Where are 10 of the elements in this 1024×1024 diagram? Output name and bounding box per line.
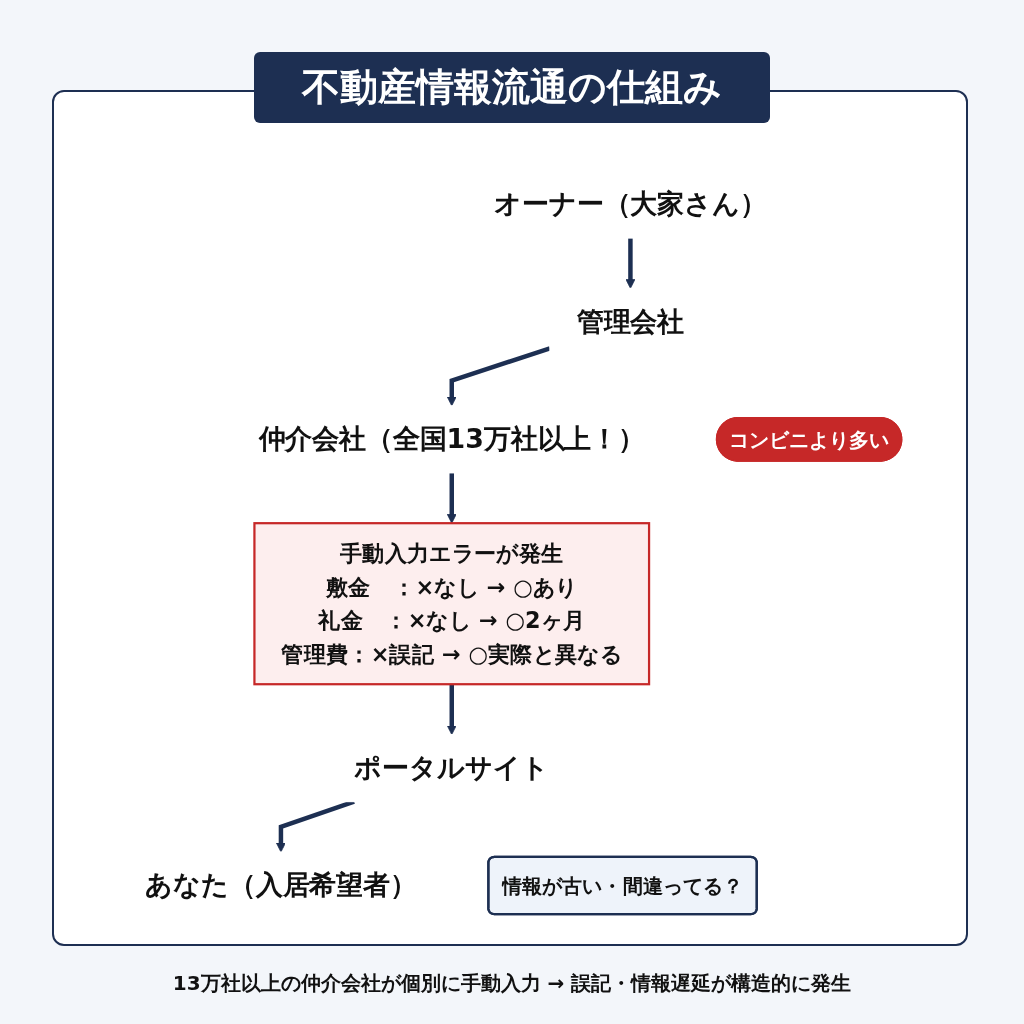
node-text: あなた（入居希望者） (145, 869, 417, 902)
node-text: 仲介会社（全国13万社以上！） (258, 423, 645, 455)
node-text: ポータルサイト (354, 752, 550, 784)
node-text: 管理会社 (576, 306, 685, 338)
arrow (625, 238, 636, 289)
arrow (446, 684, 457, 735)
caption: 13万社以上の仲介会社が個別に手動入力 → 誤記・情報遅延が構造的に発生 (171, 970, 853, 997)
node-box (253, 522, 651, 686)
arrow (446, 472, 457, 524)
node-text: オーナー（大家さん） (494, 188, 767, 221)
